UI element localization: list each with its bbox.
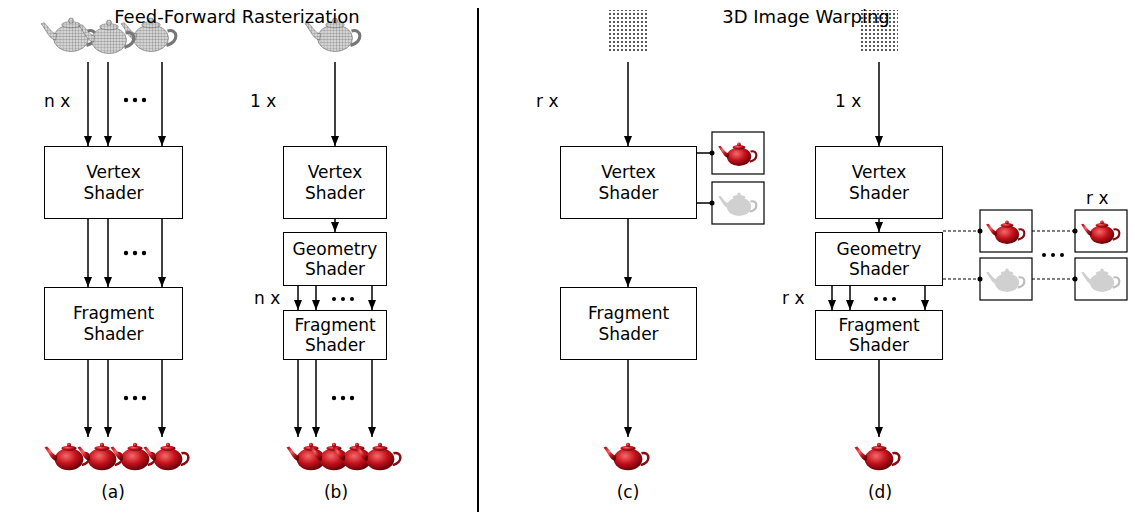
red-teapots (45, 443, 900, 470)
section-heading: 3D Image Warping (722, 6, 889, 28)
shader-name: Geometry Shader (833, 239, 925, 280)
multiplicity-label: 1 x (835, 91, 861, 111)
shader-box: Vertex Shader (44, 146, 183, 219)
data-flow-arrow (627, 219, 629, 287)
shader-name: Fragment Shader (68, 303, 160, 344)
shader-box: Vertex Shader (815, 146, 943, 219)
divider (477, 8, 479, 512)
panel-label: (d) (868, 482, 892, 502)
shader-box: Fragment Shader (815, 310, 943, 360)
data-flow-arrow (831, 286, 833, 310)
data-flow-arrow (334, 219, 336, 232)
multiplicity-label: r x (1086, 188, 1108, 208)
multiplicity-label: 1 x (250, 91, 276, 111)
data-flow-arrow (297, 286, 299, 310)
shader-box: Geometry Shader (283, 232, 387, 286)
multiplicity-label: r x (782, 288, 804, 308)
parallel-arrow (924, 286, 926, 310)
image-boxes (697, 132, 764, 224)
shader-name: Vertex Shader (289, 162, 381, 203)
shader-name: Fragment Shader (289, 315, 381, 356)
shader-box: Geometry Shader (815, 232, 943, 286)
parallel-arrow (107, 219, 109, 287)
ellipsis-dots (124, 98, 1064, 400)
multiplicity-label: n x (254, 288, 280, 308)
data-flow-arrow (878, 219, 880, 232)
shader-name: Vertex Shader (833, 162, 925, 203)
parallel-arrow (161, 219, 163, 287)
panel-label: (a) (101, 482, 125, 502)
shader-box: Fragment Shader (560, 287, 697, 360)
panel-label: (c) (617, 482, 640, 502)
image-boxes (943, 210, 1127, 300)
parallel-arrow (849, 286, 851, 310)
multiplicity-label: n x (44, 91, 70, 111)
shader-box: Fragment Shader (283, 310, 387, 360)
multiplicity-label: r x (536, 91, 558, 111)
shader-name: Vertex Shader (68, 162, 160, 203)
shader-name: Fragment Shader (583, 303, 675, 344)
parallel-arrow (371, 286, 373, 310)
panel-label: (b) (324, 482, 348, 502)
shader-name: Geometry Shader (289, 239, 381, 280)
section-heading: Feed-Forward Rasterization (114, 6, 360, 28)
parallel-arrow (315, 286, 317, 310)
shader-box: Vertex Shader (283, 146, 387, 219)
data-flow-arrow (87, 219, 89, 287)
shader-name: Vertex Shader (583, 162, 675, 203)
shader-box: Fragment Shader (44, 287, 183, 360)
shader-name: Fragment Shader (833, 315, 925, 356)
shader-box: Vertex Shader (560, 146, 697, 219)
arrows (88, 62, 879, 437)
point-grid (609, 10, 647, 52)
